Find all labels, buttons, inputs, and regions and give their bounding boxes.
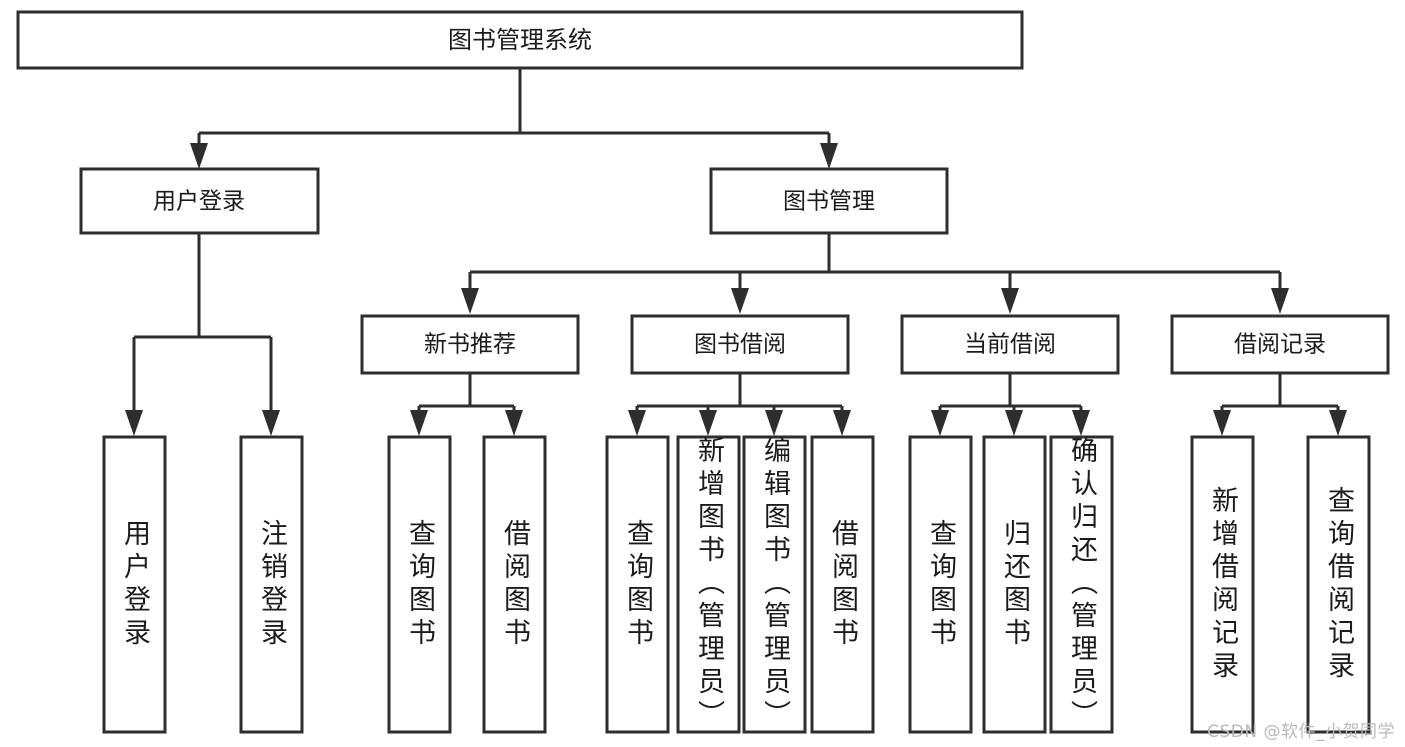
book-manage-label: 图书管理 (783, 189, 875, 215)
leaf-edit-book-admin-box[interactable] (742, 435, 807, 734)
arrow-to-book-borrow (731, 288, 749, 314)
leaf-logout-login-box[interactable] (239, 435, 304, 734)
root-label: 图书管理系统 (448, 26, 592, 54)
arrow-to-borrow-record (1271, 288, 1289, 314)
node-book-borrow[interactable]: 图书借阅 (630, 314, 850, 375)
leaf-query-book-2-box[interactable] (605, 435, 670, 734)
book-manage-box[interactable] (709, 167, 949, 235)
arrow-to-user-login (190, 143, 208, 169)
node-new-book-recommend[interactable]: 新书推荐 (360, 314, 580, 375)
arrow-leaf-query-borrow-record (1329, 410, 1347, 436)
book-borrow-box[interactable] (630, 314, 850, 375)
arrow-leaf-return-book (1005, 410, 1023, 436)
arrow-leaf-confirm-return-admin (1072, 410, 1090, 436)
leaf-add-book-admin-box[interactable] (676, 435, 741, 734)
book-borrow-label: 图书借阅 (694, 332, 786, 358)
leaf-borrow-book-1-box[interactable] (482, 435, 547, 734)
node-current-borrow[interactable]: 当前借阅 (900, 314, 1120, 375)
root-box[interactable] (16, 10, 1024, 70)
arrow-leaf-query-book-3 (931, 410, 949, 436)
node-root[interactable]: 图书管理系统 (16, 10, 1024, 70)
arrow-leaf-borrow-book-2 (833, 410, 851, 436)
arrow-to-new-book-recommend (461, 288, 479, 314)
arrow-leaf-edit-book-admin (765, 410, 783, 436)
leaf-add-borrow-record-box[interactable] (1190, 435, 1255, 734)
arrow-leaf-user-login (125, 410, 143, 436)
user-login-label: 用户登录 (153, 189, 245, 215)
current-borrow-label: 当前借阅 (964, 332, 1056, 358)
arrow-leaf-query-book-1 (410, 410, 428, 436)
leaf-borrow-book-2-box[interactable] (810, 435, 875, 734)
node-user-login[interactable]: 用户登录 (79, 167, 320, 235)
arrow-leaf-add-book-admin (699, 410, 717, 436)
arrow-leaf-logout-login (262, 410, 280, 436)
leaf-confirm-return-admin-box[interactable] (1049, 435, 1114, 734)
new-book-recommend-box[interactable] (360, 314, 580, 375)
new-book-recommend-label: 新书推荐 (424, 332, 516, 358)
leaf-return-book-box[interactable] (982, 435, 1047, 734)
arrow-leaf-add-borrow-record (1213, 410, 1231, 436)
leaf-user-login-box[interactable] (102, 435, 167, 734)
arrow-leaf-query-book-2 (628, 410, 646, 436)
borrow-record-box[interactable] (1170, 314, 1390, 375)
node-borrow-record[interactable]: 借阅记录 (1170, 314, 1390, 375)
borrow-record-label: 借阅记录 (1234, 332, 1326, 358)
connector-layer (125, 68, 1347, 436)
arrow-to-book-manage (820, 143, 838, 169)
leaf-rect-layer (102, 435, 1371, 734)
leaf-query-borrow-record-box[interactable] (1306, 435, 1371, 734)
leaf-query-book-1-box[interactable] (387, 435, 452, 734)
arrow-leaf-borrow-book-1 (505, 410, 523, 436)
user-login-box[interactable] (79, 167, 320, 235)
node-book-manage[interactable]: 图书管理 (709, 167, 949, 235)
arrow-to-current-borrow (1001, 288, 1019, 314)
current-borrow-box[interactable] (900, 314, 1120, 375)
leaf-query-book-3-box[interactable] (908, 435, 973, 734)
